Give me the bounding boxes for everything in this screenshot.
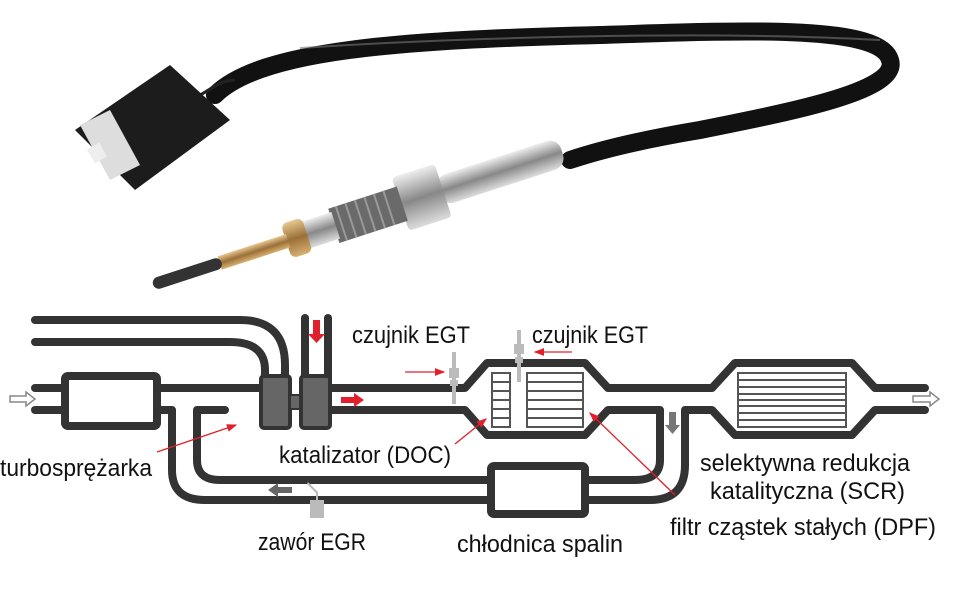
sensor-body — [152, 140, 564, 289]
egt-sensor-1-icon — [449, 352, 459, 404]
label-dpf: filtr cząstek stałych (DPF) — [670, 514, 936, 541]
dpf-core — [526, 372, 584, 428]
label-scr-line2: katalityczna (SCR) — [710, 478, 905, 505]
egr-down-arrow-icon — [665, 412, 680, 434]
turbocharger-box — [61, 372, 161, 430]
inlet-arrow-icon — [9, 390, 37, 408]
egr-cooler-box — [487, 462, 589, 518]
connector — [75, 65, 230, 190]
pipes — [31, 314, 929, 518]
scr-core — [737, 372, 847, 428]
label-turbocharger: turbosprężarka — [0, 455, 153, 482]
label-scr-line1: selektywna redukcja — [700, 450, 911, 477]
turbo-compressor — [259, 374, 292, 430]
label-egr-valve: zawór EGR — [258, 529, 366, 556]
sensor-cable — [206, 22, 900, 169]
label-egt-sensor-1: czujnik EGT — [352, 322, 470, 349]
label-egr-cooler: chłodnica spalin — [457, 531, 623, 558]
egt-sensor-photo — [75, 22, 900, 289]
doc-core — [491, 372, 511, 428]
label-egt-sensor-2: czujnik EGT — [532, 322, 648, 349]
egt-sensor-2-icon — [514, 330, 524, 382]
egr-flow-arrow-icon — [268, 483, 292, 497]
exhaust-flow-arrow-icon — [341, 393, 364, 407]
label-doc: katalizator (DOC) — [279, 442, 451, 469]
intake-flow-arrow-icon — [308, 320, 325, 343]
egr-valve-icon — [307, 482, 324, 518]
outlet-arrow-icon — [912, 390, 941, 408]
turbo-turbine — [299, 374, 332, 430]
